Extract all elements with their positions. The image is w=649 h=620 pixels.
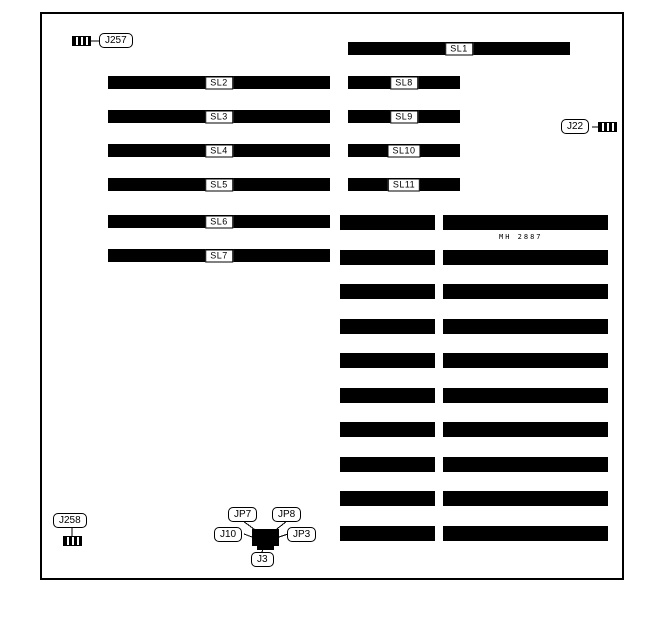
- slot-notch: [435, 526, 443, 541]
- memory-slot-bar: [340, 353, 608, 368]
- j257-label: J257: [99, 33, 133, 48]
- j10-label: J10: [214, 527, 243, 542]
- slot-sl1: SL1: [348, 42, 570, 55]
- slot-sl2-label: SL2: [205, 76, 233, 89]
- memory-slot-bar: [340, 457, 608, 472]
- jp7-label: JP7: [228, 507, 258, 522]
- slot-notch: [435, 250, 443, 265]
- j258-pins-icon: [63, 536, 82, 546]
- slot-sl2: SL2: [108, 76, 330, 89]
- j22-pins-icon: [598, 122, 617, 132]
- jp3-label: JP3: [287, 527, 317, 542]
- slot-notch: [435, 388, 443, 403]
- memory-slot-bar: [340, 319, 608, 334]
- slot-sl3-label: SL3: [205, 110, 233, 123]
- slot-notch: [435, 422, 443, 437]
- memory-slot-bar: [340, 250, 608, 265]
- slot-notch: [435, 319, 443, 334]
- slot-sl4-label: SL4: [205, 144, 233, 157]
- slot-sl9: SL9: [348, 110, 460, 123]
- slot-sl8-label: SL8: [390, 76, 418, 89]
- slot-sl7-label: SL7: [205, 249, 233, 262]
- slot-sl8: SL8: [348, 76, 460, 89]
- slot-sl3: SL3: [108, 110, 330, 123]
- slot-sl11-label: SL11: [387, 178, 421, 191]
- jumper-block-tab: [257, 546, 274, 550]
- slot-sl7: SL7: [108, 249, 330, 262]
- memory-slot-bar: [340, 215, 608, 230]
- j22-label: J22: [561, 119, 590, 134]
- jp8-label: JP8: [272, 507, 302, 522]
- memory-slot-bar: [340, 284, 608, 299]
- slot-notch: [435, 284, 443, 299]
- slot-notch: [435, 215, 443, 230]
- j3-label: J3: [251, 552, 274, 567]
- slot-sl6-label: SL6: [205, 215, 233, 228]
- slot-sl6: SL6: [108, 215, 330, 228]
- j258-label: J258: [53, 513, 87, 528]
- memory-slot-bar: [340, 422, 608, 437]
- slot-sl9-label: SL9: [390, 110, 418, 123]
- slot-notch: [435, 457, 443, 472]
- slot-notch: [435, 353, 443, 368]
- slot-sl5: SL5: [108, 178, 330, 191]
- slot-sl11: SL11: [348, 178, 460, 191]
- jumper-block: [252, 529, 279, 546]
- j257-pins-icon: [72, 36, 91, 46]
- slot-sl4: SL4: [108, 144, 330, 157]
- slot-notch: [435, 491, 443, 506]
- slot-sl5-label: SL5: [205, 178, 233, 191]
- slot-sl10: SL10: [348, 144, 460, 157]
- memory-slot-bar: [340, 388, 608, 403]
- memory-slot-bar: [340, 491, 608, 506]
- memory-slot-bar: [340, 526, 608, 541]
- slot-sl10-label: SL10: [387, 144, 421, 157]
- slot-sl1-label: SL1: [445, 42, 473, 55]
- memory-bank-label: MH 2887: [499, 233, 543, 241]
